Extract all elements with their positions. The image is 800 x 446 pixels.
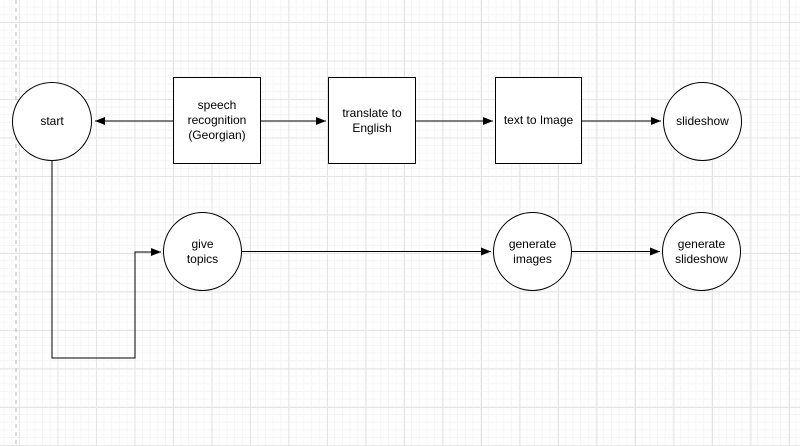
node-start[interactable]: start bbox=[12, 82, 92, 161]
node-generate-images-label: generate images bbox=[508, 236, 557, 266]
node-give-topics-label: give topics bbox=[186, 236, 219, 266]
node-translate-to-english-label: translate to English bbox=[342, 105, 402, 135]
node-give-topics[interactable]: give topics bbox=[163, 212, 242, 291]
connector-start-to-give-topics[interactable] bbox=[51, 161, 161, 359]
node-speech-recognition[interactable]: speech recognition (Georgian) bbox=[173, 77, 261, 164]
node-generate-slideshow-label: generate slideshow bbox=[675, 236, 728, 266]
node-slideshow-label: slideshow bbox=[676, 114, 729, 128]
node-generate-slideshow[interactable]: generate slideshow bbox=[662, 212, 741, 291]
node-speech-recognition-label: speech recognition (Georgian) bbox=[187, 98, 247, 142]
node-text-to-image-label: text to Image bbox=[503, 113, 574, 127]
node-generate-images[interactable]: generate images bbox=[493, 212, 572, 291]
node-start-label: start bbox=[40, 114, 64, 128]
node-slideshow[interactable]: slideshow bbox=[663, 82, 742, 161]
node-text-to-image[interactable]: text to Image bbox=[495, 77, 582, 164]
node-translate-to-english[interactable]: translate to English bbox=[328, 77, 416, 164]
